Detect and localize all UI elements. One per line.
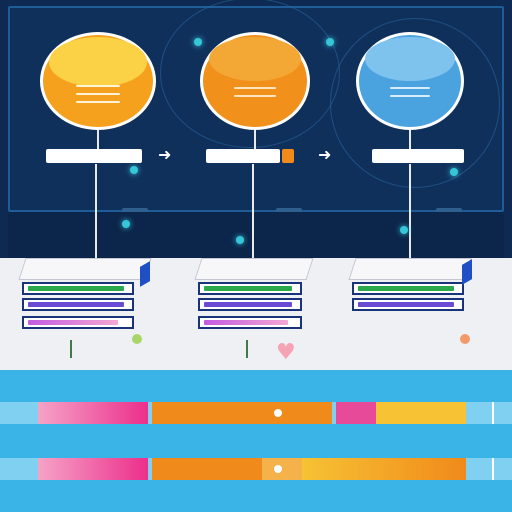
stack-2-tray bbox=[198, 298, 302, 311]
heart-icon: ♥ bbox=[276, 340, 296, 365]
stage-1-text-line bbox=[76, 93, 120, 95]
process-panel: ➜ ➜ bbox=[8, 0, 504, 212]
track-bottom-end bbox=[492, 458, 494, 480]
stage-3-disc bbox=[356, 32, 464, 130]
tray-bar bbox=[204, 286, 292, 291]
track-top-segment bbox=[38, 402, 148, 424]
stage-2-text-line bbox=[234, 87, 276, 89]
track-top bbox=[0, 402, 512, 424]
stack-1-tray bbox=[22, 298, 134, 311]
node-dot bbox=[194, 38, 202, 46]
footer-tick bbox=[122, 208, 148, 212]
stage-1-disc-top bbox=[49, 37, 147, 87]
stack-1-stem bbox=[70, 340, 72, 358]
track-top-segment bbox=[152, 402, 332, 424]
stage-2-disc-top bbox=[209, 37, 301, 81]
stage-3-disc-top bbox=[365, 37, 455, 81]
node-dot bbox=[450, 168, 458, 176]
stack-3-tray bbox=[352, 282, 464, 295]
stack-3-tray bbox=[352, 298, 464, 311]
panel-footer bbox=[8, 212, 504, 258]
stage-2-text-line bbox=[234, 95, 276, 97]
stack-2 bbox=[194, 258, 324, 342]
stack-2-head bbox=[194, 258, 314, 280]
node-dot bbox=[400, 226, 408, 234]
stack-2-stem bbox=[246, 340, 248, 358]
stack-1-edge bbox=[140, 261, 150, 287]
track-top-segment bbox=[376, 402, 466, 424]
tree-icon bbox=[132, 334, 142, 344]
stage-1-text-line bbox=[76, 85, 120, 87]
stack-1-head bbox=[18, 258, 152, 280]
stage-3-connector bbox=[409, 130, 411, 150]
track-bottom-segment bbox=[302, 458, 466, 480]
stage-3-text-line bbox=[389, 87, 431, 89]
track-bottom-segment bbox=[152, 458, 262, 480]
footer-tick bbox=[436, 208, 462, 212]
stage-1-label bbox=[46, 149, 142, 163]
stack-3 bbox=[348, 258, 478, 342]
stage-1-connector bbox=[97, 130, 99, 150]
stack-1 bbox=[18, 258, 152, 342]
track-bottom-segment bbox=[38, 458, 148, 480]
tray-bar bbox=[28, 286, 124, 291]
track-top-segment bbox=[336, 402, 376, 424]
node-dot bbox=[326, 38, 334, 46]
top-panel: ➜ ➜ bbox=[0, 0, 512, 260]
stage-2-badge bbox=[282, 149, 294, 163]
stage-1-text-line bbox=[76, 101, 120, 103]
stage-2-connector bbox=[254, 130, 256, 150]
tray-bar bbox=[358, 302, 454, 307]
stage-1-disc bbox=[40, 32, 156, 130]
track-top-end bbox=[492, 402, 494, 424]
stack-2-tray bbox=[198, 282, 302, 295]
track-bottom bbox=[0, 458, 512, 480]
node-dot bbox=[130, 166, 138, 174]
stage-2-disc bbox=[200, 32, 310, 130]
arrow-right-icon: ➜ bbox=[158, 145, 172, 164]
stage-3-drop-line bbox=[409, 164, 411, 260]
stack-1-tray bbox=[22, 316, 134, 329]
tray-bar bbox=[28, 320, 118, 325]
tree-icon bbox=[460, 334, 470, 344]
node-dot bbox=[122, 220, 130, 228]
stage-3-text-line bbox=[389, 95, 431, 97]
stage-3-label bbox=[372, 149, 464, 163]
tray-bar bbox=[204, 302, 292, 307]
tray-bar bbox=[28, 302, 124, 307]
node-dot bbox=[236, 236, 244, 244]
bottom-band bbox=[0, 370, 512, 512]
track-top-handle bbox=[274, 409, 282, 417]
tray-bar bbox=[358, 286, 454, 291]
track-bottom-segment bbox=[262, 458, 302, 480]
tray-bar bbox=[204, 320, 288, 325]
arrow-right-icon: ➜ bbox=[318, 145, 332, 164]
stage-2-label bbox=[206, 149, 280, 163]
stack-2-tray bbox=[198, 316, 302, 329]
stack-3-edge bbox=[462, 259, 472, 285]
stage-1-drop-line bbox=[95, 164, 97, 260]
track-bottom-handle bbox=[274, 465, 282, 473]
stage-2-drop-line bbox=[252, 164, 254, 260]
stack-1-tray bbox=[22, 282, 134, 295]
stack-3-head bbox=[348, 258, 472, 280]
orbit-arc bbox=[330, 18, 500, 188]
footer-tick bbox=[276, 208, 302, 212]
